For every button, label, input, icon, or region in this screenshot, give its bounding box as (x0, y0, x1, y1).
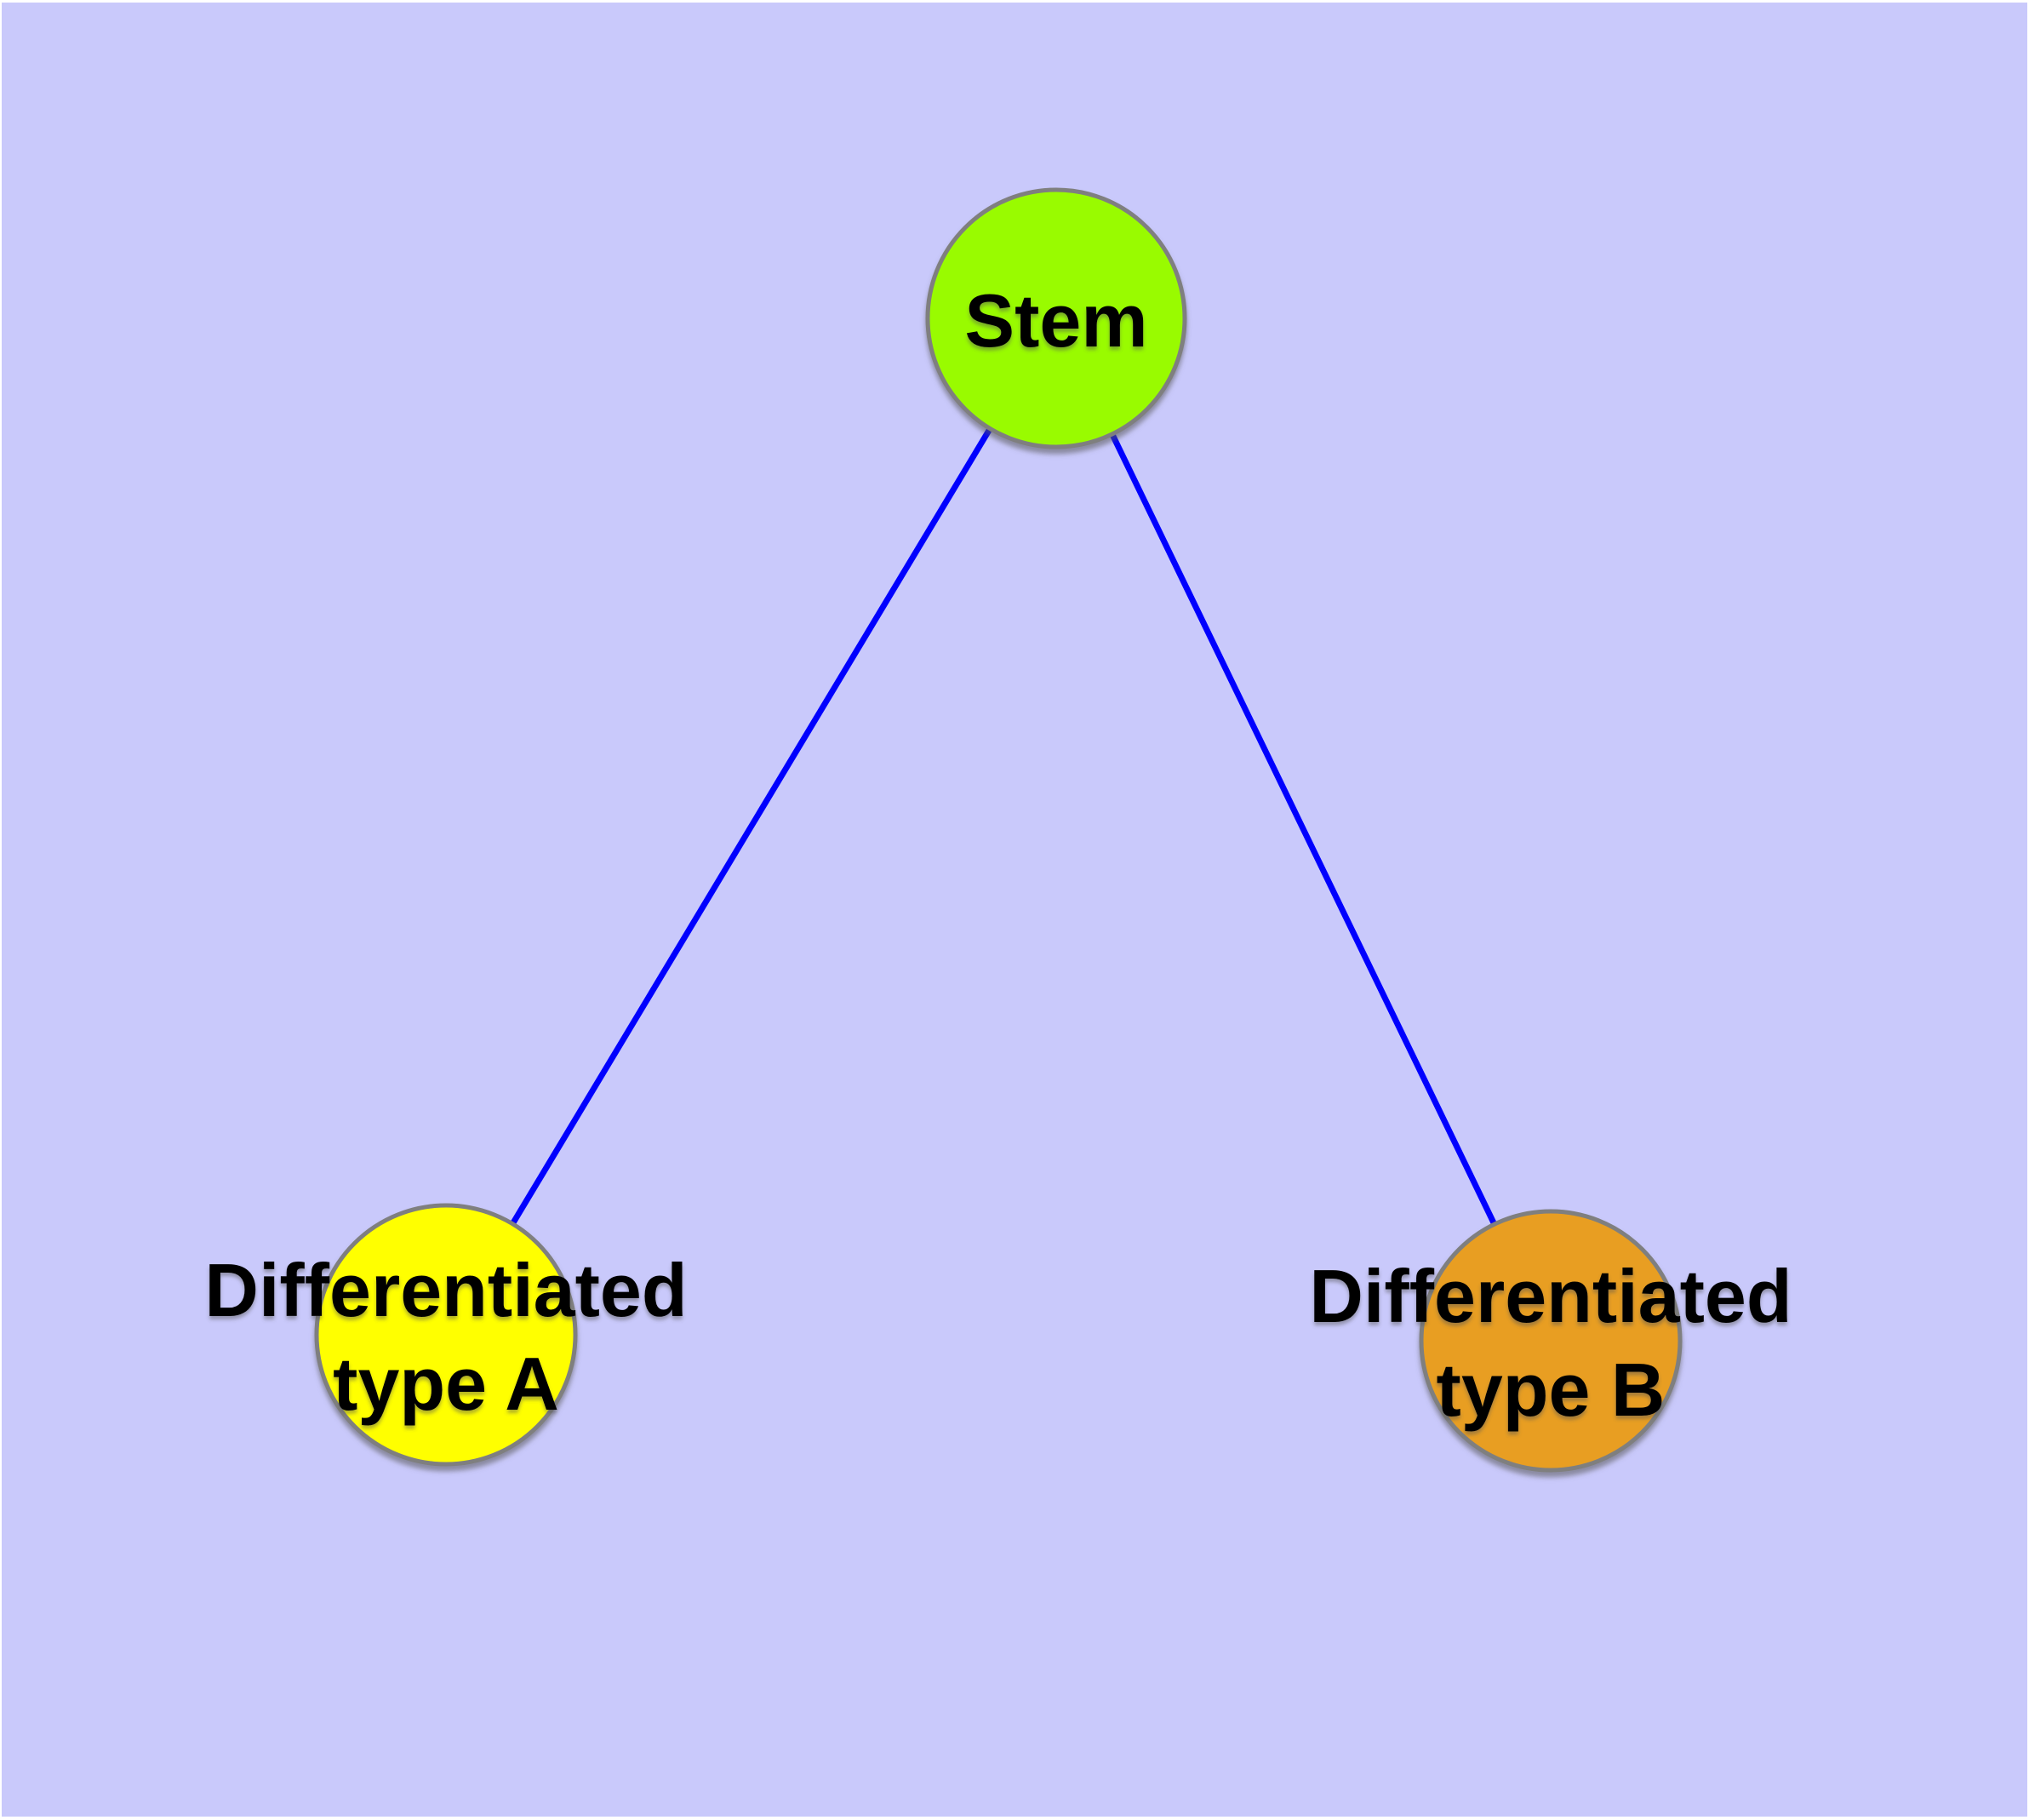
nodes-layer (314, 187, 1683, 1473)
node-stem-label: Stem (964, 278, 1147, 363)
edge-stem-to-type-a (443, 317, 1060, 1336)
edges-layer (443, 317, 1554, 1342)
node-stem-circle[interactable] (925, 187, 1187, 449)
edge-stem-to-type-b (1053, 317, 1554, 1342)
node-differentiated-type-b-circle[interactable] (1419, 1209, 1683, 1473)
node-differentiated-type-a-circle[interactable] (314, 1203, 578, 1467)
